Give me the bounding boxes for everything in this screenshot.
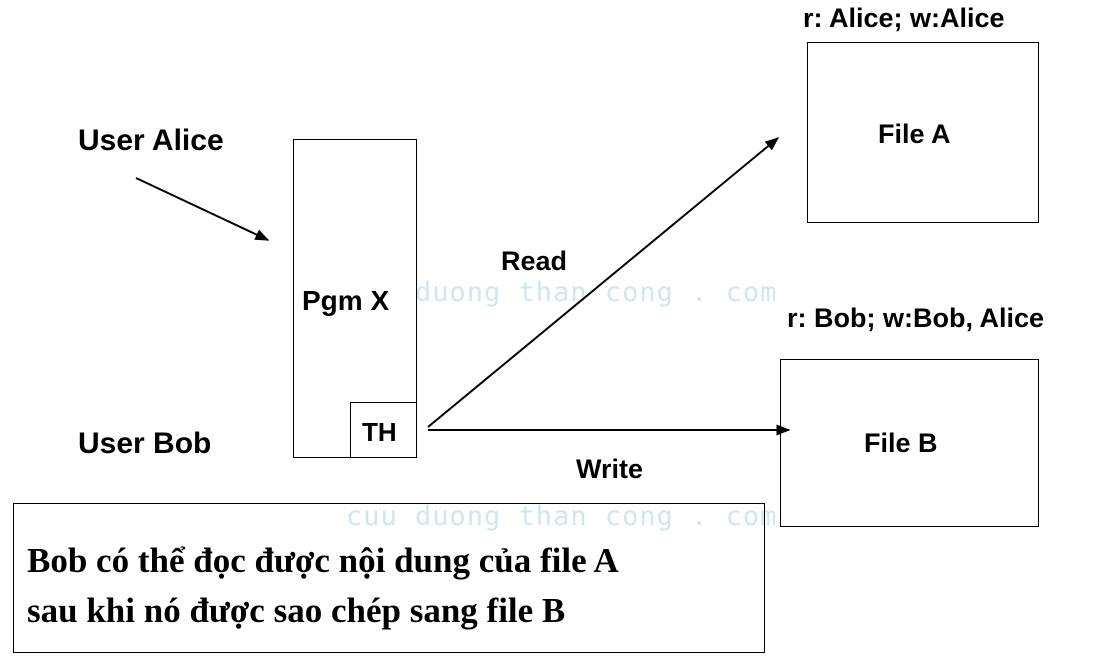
alice-to-program-arrow <box>135 177 270 241</box>
watermark-top: cuu duong than cong . com <box>346 277 778 308</box>
watermark-bottom: cuu duong than cong . com <box>346 501 778 532</box>
file-b-label: File B <box>864 428 938 458</box>
program-label: Pgm X <box>302 285 390 316</box>
user-alice-label: User Alice <box>78 124 224 157</box>
write-label: Write <box>576 454 644 484</box>
file-a-label: File A <box>878 119 951 149</box>
note-box <box>13 503 765 653</box>
read-label: Read <box>501 246 568 276</box>
file-a-permissions: r: Alice; w:Alice <box>803 3 1005 33</box>
read-arrow <box>427 137 780 428</box>
note-line-1: Bob có thể đọc được nội dung của file A <box>27 541 619 580</box>
note-text: Bob có thể đọc được nội dung của file A … <box>27 536 757 636</box>
note-line-2: sau khi nó được sao chép sang file B <box>27 591 566 630</box>
file-a-box <box>807 42 1039 223</box>
file-b-box <box>780 359 1039 527</box>
trojan-horse-box <box>350 402 417 458</box>
file-b-permissions: r: Bob; w:Bob, Alice <box>787 303 1044 333</box>
trojan-horse-label: TH <box>362 417 397 447</box>
user-bob-label: User Bob <box>78 427 212 460</box>
